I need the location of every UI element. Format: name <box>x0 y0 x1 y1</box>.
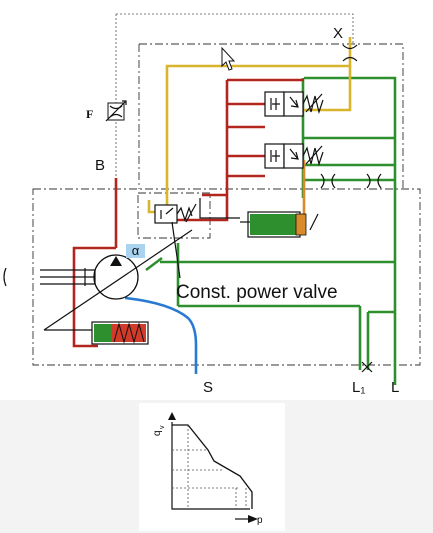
orifice-left <box>320 173 336 189</box>
pressure-lines <box>72 78 304 348</box>
const-power-valve-label: Const. power valve <box>176 282 338 303</box>
port-x-label: X <box>333 25 343 42</box>
l1-plug-icon <box>361 361 373 373</box>
drain-lines <box>145 76 397 385</box>
callout-leader <box>171 221 181 279</box>
control-line <box>147 37 352 214</box>
x-axis-arrow-icon <box>248 515 258 523</box>
port-l1-label: L₁ <box>352 379 365 396</box>
throttle-f <box>105 100 127 122</box>
spring-cylinder <box>91 321 149 345</box>
alpha-label: α <box>132 243 140 258</box>
pressure-cutoff-valve <box>264 91 324 117</box>
graph-x-label: p <box>257 515 263 526</box>
cursor-arrow-icon <box>221 46 236 71</box>
y-axis-arrow-icon <box>168 412 176 420</box>
housing-outlines <box>32 13 421 366</box>
graph-axes <box>171 422 250 510</box>
pump <box>3 229 193 331</box>
graph-y-label-sub: v <box>159 425 166 429</box>
graph-y-label: q <box>152 430 163 436</box>
alpha-badge <box>126 244 145 258</box>
suction-line <box>124 296 198 374</box>
graph-gridlines <box>172 425 247 509</box>
const-power-valve <box>154 198 240 224</box>
port-b-label: B <box>95 157 105 174</box>
pressure-control-valve <box>264 143 324 169</box>
servo-cylinder <box>240 211 319 238</box>
orifice-x <box>342 44 358 62</box>
port-s-label: S <box>203 379 213 396</box>
port-l-label: L <box>391 379 399 396</box>
characteristic-graph: q v p <box>139 403 285 531</box>
throttle-f-label: F <box>86 107 93 121</box>
orifice-right <box>366 173 382 189</box>
